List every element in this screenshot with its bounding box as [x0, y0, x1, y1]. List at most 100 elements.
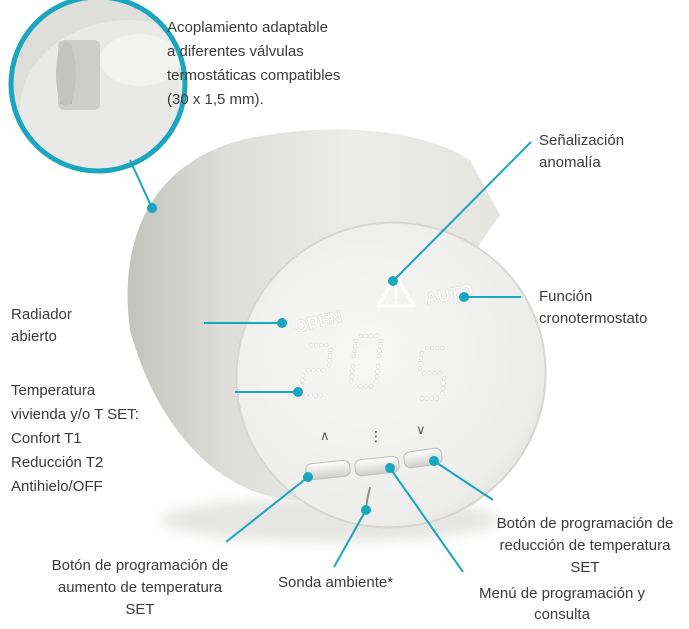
display-dot: [306, 368, 311, 373]
display-dot: [327, 357, 332, 363]
display-dot: [373, 333, 379, 339]
callout-chrono: Función cronotermostato: [539, 286, 647, 330]
display-dot: [352, 343, 358, 349]
leader-coupling: [129, 159, 153, 209]
display-dot: [308, 342, 314, 348]
callout-line: SET: [125, 601, 155, 618]
display-dot: [353, 384, 358, 389]
display-digit: [349, 333, 383, 389]
display-dot: [440, 386, 446, 391]
display-dot: [418, 360, 423, 366]
callout-line: Antihielo/OFF: [11, 478, 103, 495]
display-dot: [313, 342, 319, 348]
display-dot: [374, 379, 379, 384]
callout-line: Reducción T2: [11, 454, 104, 471]
display-dot: [311, 368, 316, 373]
temperature-display: [299, 333, 447, 401]
callout-line: abierto: [11, 328, 57, 345]
callout-line: Señalización: [539, 132, 625, 149]
warning-icon: [376, 274, 416, 308]
callout-line: Acoplamiento adaptable: [167, 19, 328, 36]
display-dot: [299, 383, 304, 388]
display-digit: [417, 345, 447, 401]
leader-sensor: [333, 509, 367, 568]
button-menu-symbol: ⋮: [369, 429, 383, 445]
display-dot: [440, 391, 445, 396]
display-dot: [377, 348, 382, 354]
display-dot: [300, 378, 305, 383]
display-dot: [434, 396, 440, 401]
leader-anomaly: [392, 141, 532, 282]
display-dot: [427, 371, 432, 376]
display-dot: [350, 369, 355, 374]
display-dot: [424, 345, 430, 351]
display-dot: [316, 368, 321, 373]
callout-coupling: Acoplamiento adaptable a diferentes válv…: [167, 16, 340, 112]
display-dot: [432, 371, 437, 376]
display-dot: [350, 364, 356, 369]
callout-line: consulta: [534, 606, 590, 623]
display-dot: [313, 393, 319, 398]
display-dot: [328, 347, 333, 353]
display-digit: [299, 342, 333, 398]
display-dot: [349, 379, 354, 384]
display-dot: [368, 333, 374, 339]
display-dot: [374, 374, 380, 379]
display-dot: [418, 355, 424, 361]
display-dot: [352, 348, 357, 354]
display-dot: [323, 342, 329, 348]
display-dot: [419, 350, 424, 356]
callout-line: SET: [570, 559, 600, 576]
callout-sensor: Sonda ambiente*: [278, 573, 393, 593]
leader-btn-down: [433, 460, 494, 501]
display-dot: [422, 371, 427, 376]
callout-line: Sonda ambiente*: [278, 574, 394, 591]
display-dot: [349, 374, 354, 379]
display-dot: [441, 376, 447, 381]
display-dot: [429, 396, 435, 401]
callout-btn-up: Botón de programación de aumento de temp…: [30, 555, 250, 621]
display-dot: [437, 371, 442, 376]
display-dot: [363, 384, 369, 389]
display-dot: [363, 333, 369, 339]
callout-anomaly: Señalización anomalía: [539, 130, 624, 174]
callout-line: Confort T1: [11, 430, 82, 447]
display-dot: [434, 345, 440, 351]
display-dot: [378, 338, 383, 344]
display-dot: [308, 393, 313, 398]
display-dot: [300, 373, 306, 378]
display-dot: [358, 333, 364, 339]
callout-radiator-open: Radiador abierto: [11, 304, 72, 348]
callout-line: reducción de temperatura: [499, 537, 671, 554]
callout-line: Función: [539, 288, 593, 305]
display-dot: [417, 365, 423, 371]
callout-temperature: Temperatura vivienda y/o T SET: Confort …: [11, 379, 139, 499]
display-dot: [419, 396, 424, 401]
coupling-zoom-circle: [8, 0, 188, 174]
callout-menu: Menú de programación y consulta: [457, 583, 667, 625]
display-dot: [303, 393, 308, 398]
display-dot: [375, 364, 381, 369]
button-up-symbol: ∧: [320, 429, 330, 444]
display-dot: [368, 384, 374, 389]
display-dot: [429, 345, 435, 351]
button-up[interactable]: [305, 459, 351, 481]
callout-line: termostáticas compatibles: [167, 67, 341, 84]
display-dot: [318, 393, 324, 398]
display-dot: [358, 384, 363, 389]
callout-line: anomalía: [539, 154, 601, 171]
callout-line: vivienda y/o T SET:: [11, 406, 139, 423]
callout-line: aumento de temperatura: [57, 579, 223, 596]
callout-dots: [147, 203, 469, 515]
display-dot: [321, 368, 326, 373]
display-dot: [424, 396, 429, 401]
callout-leaders: [129, 141, 532, 573]
callout-line: Menú de programación y: [479, 585, 645, 602]
display-dot: [441, 381, 446, 386]
display-dot: [326, 362, 332, 368]
leader-btn-up: [225, 476, 309, 543]
display-dot: [375, 369, 380, 374]
display-dot: [351, 353, 357, 359]
callout-line: Radiador: [11, 306, 72, 323]
